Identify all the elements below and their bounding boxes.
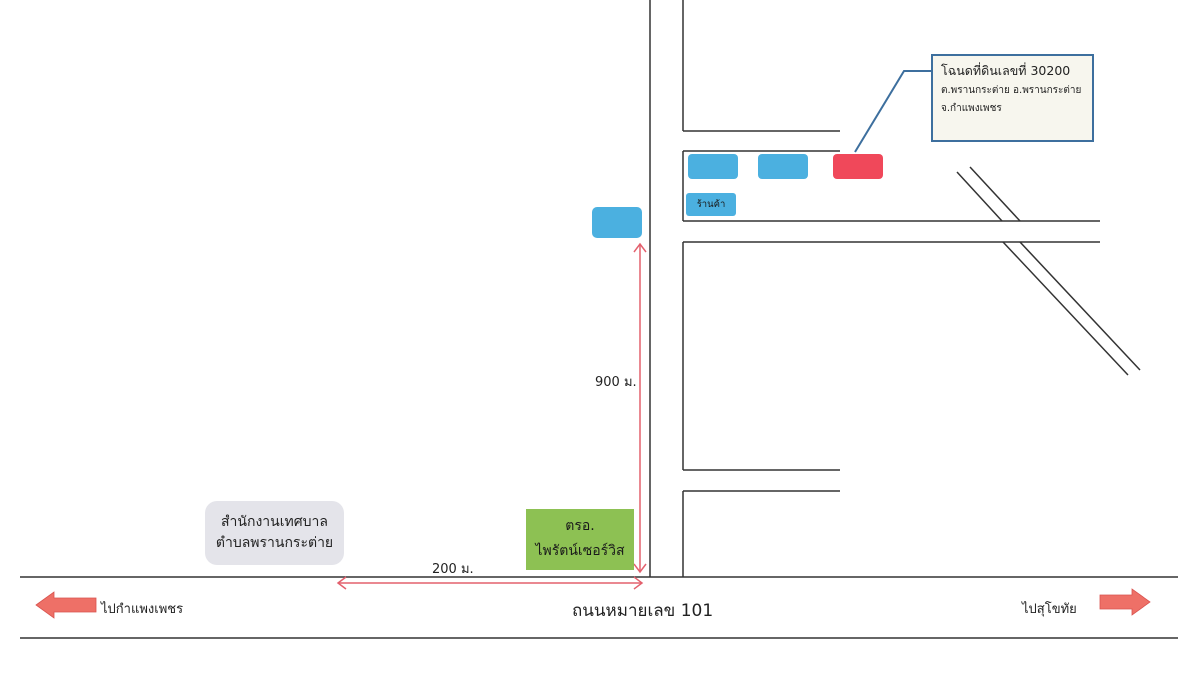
target-land-marker xyxy=(833,154,883,179)
inspection-station-line1: ตรอ. xyxy=(565,518,595,534)
land-title-callout: โฉนดที่ดินเลขที่ 30200 ต.พรานกระต่าย อ.พ… xyxy=(931,54,1094,142)
arrow-left-icon xyxy=(35,591,97,619)
land-title-province: จ.กำแพงเพชร xyxy=(941,103,1002,114)
direction-right-label: ไปสุโขทัย xyxy=(1022,602,1077,617)
distance-arrow-vertical-head-top xyxy=(633,242,647,253)
municipal-office-marker: สำนักงานเทศบาล ตำบลพรานกระต่าย xyxy=(205,501,344,565)
diagonal-road-upper-2 xyxy=(969,166,1021,222)
arrow-right-icon xyxy=(1099,588,1151,616)
diagonal-road-lower-2 xyxy=(1019,241,1141,371)
land-title-district: ต.พรานกระต่าย อ.พรานกระต่าย xyxy=(941,85,1082,96)
building-1 xyxy=(688,154,738,179)
land-title-number: โฉนดที่ดินเลขที่ 30200 xyxy=(941,63,1071,78)
direction-left-label: ไปกำแพงเพชร xyxy=(101,602,184,617)
distance-arrow-vertical-head-bottom xyxy=(633,563,647,574)
distance-label-vertical: 900 ม. xyxy=(595,375,637,390)
distance-arrow-horizontal-head-right xyxy=(633,576,644,590)
callout-leader xyxy=(854,70,931,153)
shop-marker: ร้านค้า xyxy=(686,193,736,216)
shop-label: ร้านค้า xyxy=(696,199,726,210)
distance-label-horizontal: 200 ม. xyxy=(432,562,474,577)
inspection-station-marker: ตรอ. ไพรัตน์เซอร์วิส xyxy=(526,509,634,570)
diagonal-road-upper-1 xyxy=(956,171,1003,222)
municipal-office-line1: สำนักงานเทศบาล xyxy=(221,514,328,530)
municipal-office-line2: ตำบลพรานกระต่าย xyxy=(215,535,334,551)
distance-arrow-horizontal-head-left xyxy=(336,576,347,590)
diagonal-road-lower-1 xyxy=(1002,241,1129,376)
road-name: ถนนหมายเลข 101 xyxy=(572,601,714,621)
building-near-road xyxy=(592,207,642,238)
building-2 xyxy=(758,154,808,179)
inspection-station-line2: ไพรัตน์เซอร์วิส xyxy=(535,543,625,559)
